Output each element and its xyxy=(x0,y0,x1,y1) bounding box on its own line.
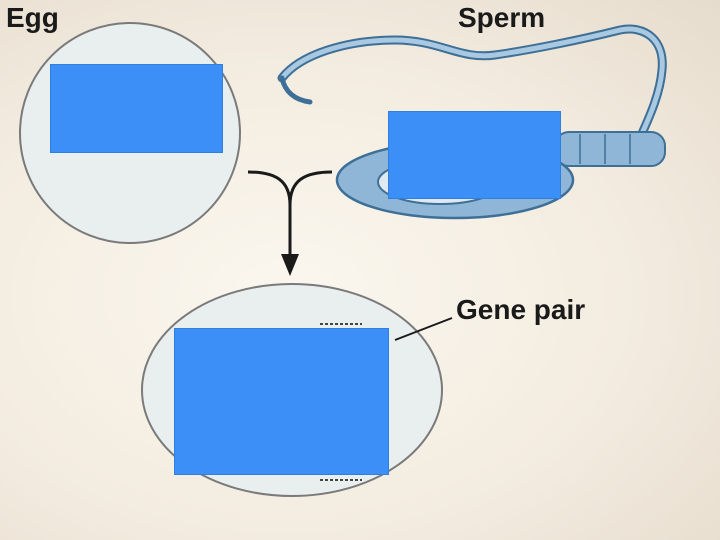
sperm-tail-fill xyxy=(279,26,665,141)
sperm-answer-box xyxy=(388,111,561,199)
sperm-midpiece-segments xyxy=(579,134,631,164)
merge-arrowhead xyxy=(281,254,299,276)
sperm-label: Sperm xyxy=(458,2,546,33)
sperm-tail-end xyxy=(279,75,313,105)
gene-pair-label: Gene pair xyxy=(456,294,586,325)
egg-label: Egg xyxy=(6,2,59,33)
gene-pair-pointer xyxy=(394,317,453,341)
sperm-midpiece xyxy=(554,131,666,167)
merge-arrow xyxy=(247,170,333,258)
gene-pair-answer-box xyxy=(174,328,389,475)
gene-marks xyxy=(320,323,362,481)
egg-answer-box xyxy=(50,64,223,153)
